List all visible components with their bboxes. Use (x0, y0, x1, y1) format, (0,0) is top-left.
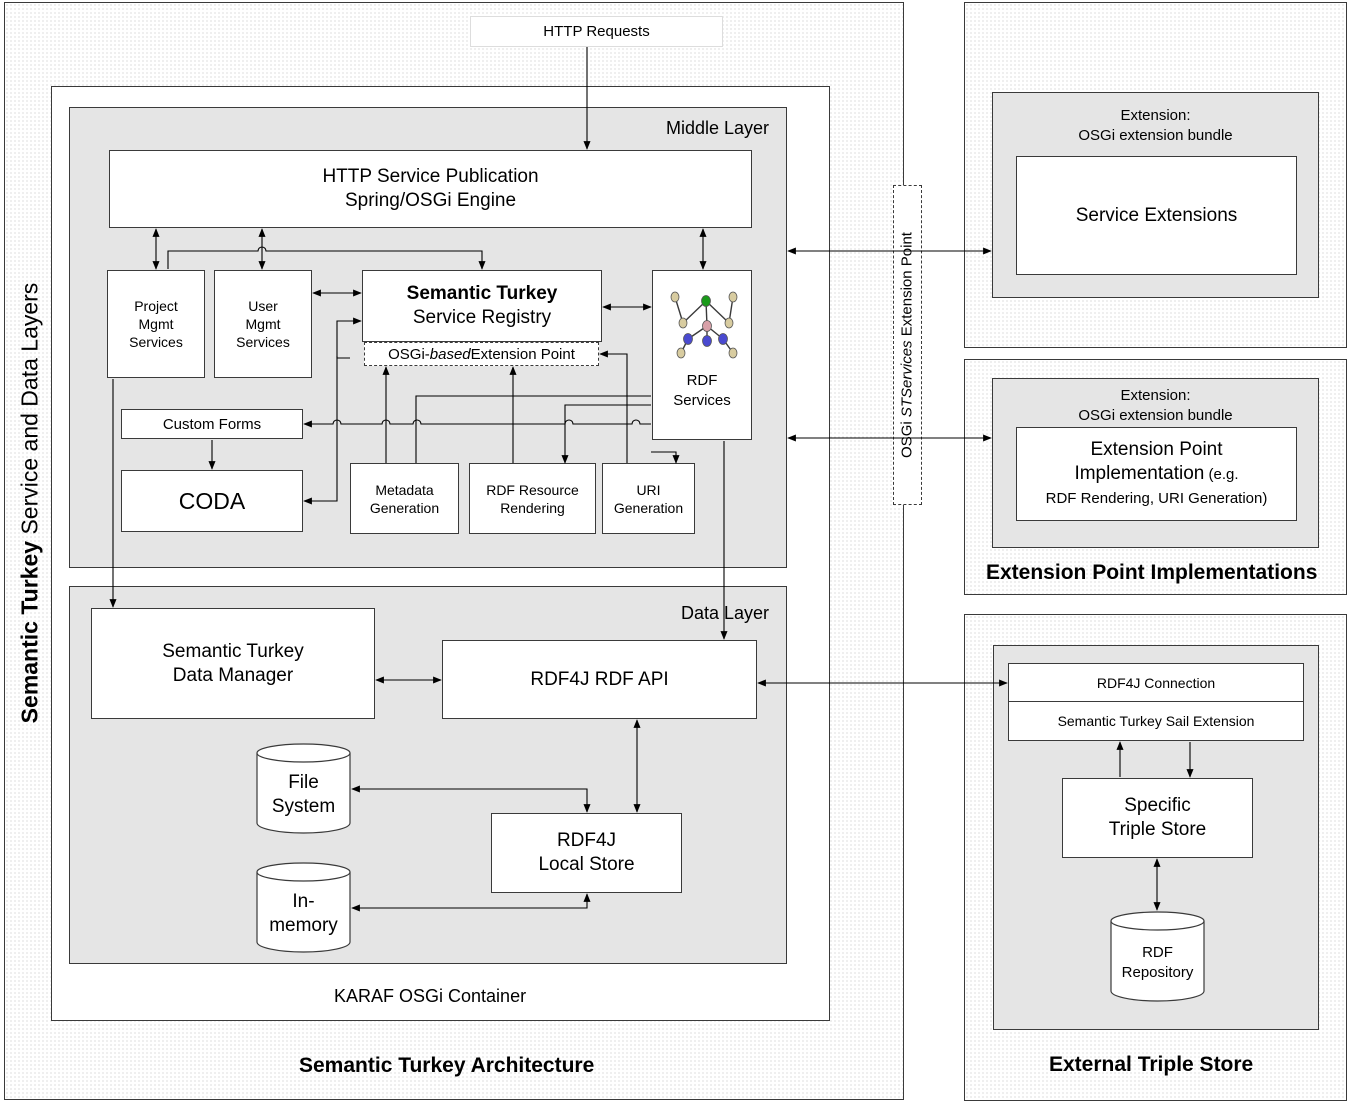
service-registry-line2: Service Registry (412, 307, 552, 328)
line-coda-rdf (336, 356, 350, 359)
osgi-ext-pre: OSGi- (388, 345, 430, 363)
osgi-based-extension-point: OSGi-based Extension Point (364, 342, 599, 366)
ext-impl-line3: RDF Rendering, URI Generation) (1045, 489, 1268, 507)
http-requests: HTTP Requests (470, 16, 723, 47)
project-mgmt-line1: Project (134, 298, 178, 314)
http-service-line2: Spring/OSGi Engine (344, 190, 517, 211)
rdf4j-rdf-api: RDF4J RDF API (442, 640, 757, 719)
specific-line1: Specific (1124, 795, 1191, 816)
in-memory-cylinder: In- memory (256, 862, 351, 954)
user-mgmt-services: User Mgmt Services (214, 270, 312, 378)
line-http-branch (167, 246, 486, 270)
line-rdf-rendering (561, 404, 651, 464)
http-service-line1: HTTP Service Publication (322, 166, 539, 187)
project-mgmt-line3: Services (129, 334, 183, 350)
ext-impl-eg: (e.g. (1204, 465, 1239, 483)
rdf-repository-line1: RDF (1142, 944, 1173, 961)
specific-line2: Triple Store (1108, 819, 1207, 840)
local-store-line1: RDF4J (556, 830, 617, 851)
user-mgmt-line3: Services (236, 334, 290, 350)
in-memory-line1: In- (292, 891, 315, 912)
project-mgmt-services: Project Mgmt Services (107, 270, 205, 378)
rdf-graph-icon (670, 291, 738, 359)
rdf4j-local-store: RDF4J Local Store (491, 813, 682, 893)
file-system-line1: File (288, 772, 319, 793)
rdf-resource-rendering: RDF Resource Rendering (469, 463, 596, 534)
osgi-ext-italic: based (429, 345, 471, 363)
service-extensions: Service Extensions (1016, 156, 1297, 275)
local-store-line2: Local Store (538, 854, 635, 875)
custom-forms-label: Custom Forms (162, 415, 262, 433)
data-manager-line2: Data Manager (172, 664, 294, 686)
rdf4j-api-label: RDF4J RDF API (530, 668, 669, 690)
ext-impl-line1: Extension Point (1090, 438, 1223, 460)
specific-triple-store: Specific Triple Store (1062, 778, 1253, 858)
line-rdf-uri (651, 451, 680, 464)
user-mgmt-line2: Mgmt (245, 316, 281, 332)
uri-generation-line2: Generation (613, 499, 684, 516)
service-ext-header-line1: Extension: (1120, 107, 1191, 124)
arrow-to-customforms (303, 419, 651, 428)
rdf-rendering-line2: Rendering (500, 499, 565, 516)
data-manager: Semantic Turkey Data Manager (91, 608, 375, 719)
in-memory-line2: memory (269, 915, 338, 936)
metadata-line1: Metadata (375, 481, 434, 498)
rdf-repository-line2: Repository (1121, 964, 1194, 981)
line-rdf-metadata (415, 395, 651, 463)
arrow-filesystem-localstore (351, 785, 591, 813)
rdf-rendering-line1: RDF Resource (486, 481, 579, 498)
osgi-ext-post: Extension Point (470, 345, 575, 363)
service-ext-header: Extension: OSGi extension bundle (992, 106, 1319, 146)
ext-impl-header-line1: Extension: (1120, 387, 1191, 404)
coda-label: CODA (178, 487, 246, 514)
main-title: Semantic Turkey Architecture (299, 1054, 595, 1077)
stservices-extension-point (893, 185, 922, 505)
coda: CODA (121, 470, 303, 532)
metadata-generation: Metadata Generation (350, 463, 459, 534)
rdf-services: RDF Services (652, 270, 752, 440)
uri-generation: URI Generation (602, 463, 695, 534)
arrow-coda-registry (303, 317, 362, 505)
arrow-uri-extpoint (599, 350, 628, 463)
ext-impl-line2: Implementation (1074, 462, 1205, 484)
rdf4j-connection: RDF4J Connection (1008, 663, 1304, 702)
rdf-services-line1: RDF (686, 372, 718, 389)
service-registry: Semantic Turkey Service Registry (362, 270, 602, 342)
rdf-repository-cylinder: RDF Repository (1110, 911, 1205, 1003)
http-service-publication: HTTP Service Publication Spring/OSGi Eng… (109, 150, 752, 228)
data-manager-line1: Semantic Turkey (162, 640, 304, 662)
rdf-services-line2: Services (673, 392, 731, 409)
file-system-cylinder: File System (256, 743, 351, 835)
service-ext-header-line2: OSGi extension bundle (1078, 127, 1233, 144)
karaf-label: KARAF OSGi Container (334, 986, 527, 1006)
rdf4j-connection-label: RDF4J Connection (1096, 674, 1216, 691)
ext-impl-header: Extension: OSGi extension bundle (992, 386, 1319, 426)
service-extensions-label: Service Extensions (1075, 204, 1238, 226)
extension-impl-title: Extension Point Implementations (986, 561, 1318, 584)
project-mgmt-line2: Mgmt (138, 316, 174, 332)
uri-generation-line1: URI (636, 481, 661, 498)
middle-layer-title: Middle Layer (666, 118, 770, 138)
file-system-line2: System (271, 796, 336, 817)
http-requests-label: HTTP Requests (543, 23, 650, 40)
ext-impl-header-line2: OSGi extension bundle (1078, 407, 1233, 424)
sail-extension: Semantic Turkey Sail Extension (1008, 701, 1304, 741)
custom-forms: Custom Forms (121, 409, 303, 439)
user-mgmt-line1: User (248, 298, 278, 314)
data-layer-title: Data Layer (681, 603, 770, 623)
metadata-line2: Generation (369, 499, 440, 516)
arrow-inmemory-localstore (351, 893, 591, 912)
sail-extension-label: Semantic Turkey Sail Extension (1057, 713, 1255, 729)
extension-point-implementation: Extension Point Implementation (e.g. RDF… (1016, 427, 1297, 521)
external-store-title: External Triple Store (1049, 1053, 1254, 1076)
service-registry-line1: Semantic Turkey (406, 283, 558, 304)
